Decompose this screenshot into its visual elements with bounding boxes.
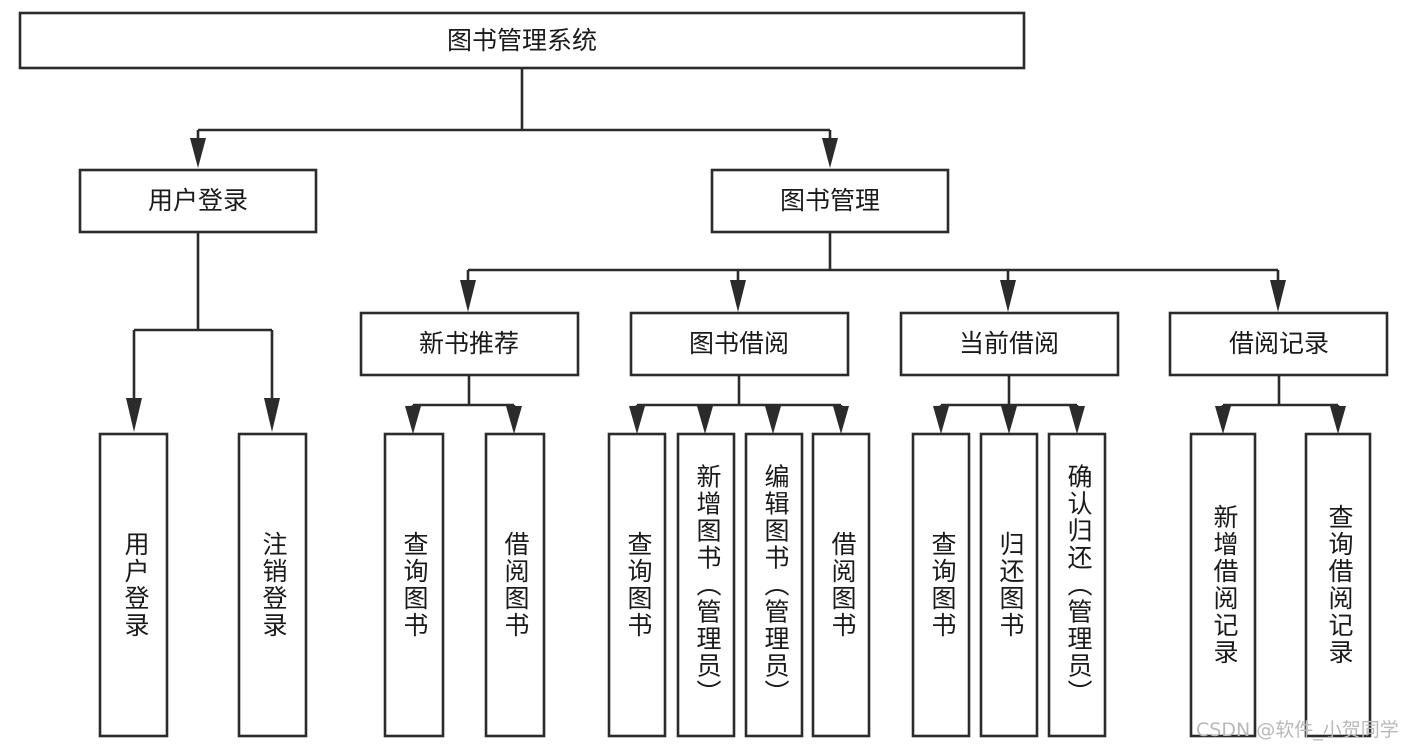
- node-leaf-borrow-book-1-box[interactable]: [484, 432, 546, 738]
- arrowhead-book-borrow: [730, 280, 746, 312]
- node-leaf-query-book-1-label: 查询图书: [400, 531, 429, 639]
- node-leaf-add-book[interactable]: 新增图书（管理员）: [676, 432, 736, 738]
- arrowhead-leaf-query-book-2: [629, 406, 645, 434]
- node-leaf-query-book-2[interactable]: 查询图书: [607, 432, 667, 738]
- node-leaf-edit-book-box[interactable]: [744, 432, 804, 738]
- node-leaf-user-logout-label: 注销登录: [259, 531, 288, 639]
- node-new-book-recommend-box[interactable]: [359, 311, 580, 377]
- node-current-borrow-box[interactable]: [899, 311, 1120, 377]
- arrowhead-leaf-user-logout: [264, 398, 280, 432]
- node-current-borrow-label: 当前借阅: [959, 329, 1059, 358]
- node-leaf-query-book-1-box[interactable]: [383, 432, 445, 738]
- arrowhead-user-login: [190, 138, 206, 168]
- node-leaf-confirm-return[interactable]: 确认归还（管理员）: [1047, 432, 1107, 738]
- node-user-login[interactable]: 用户登录: [78, 168, 318, 234]
- arrowhead-leaf-confirm-return: [1069, 406, 1085, 434]
- node-book-borrow-label: 图书借阅: [689, 329, 789, 358]
- node-user-login-label: 用户登录: [148, 186, 248, 215]
- node-leaf-edit-book-label: 编辑图书（管理员）: [761, 464, 790, 707]
- node-book-borrow[interactable]: 图书借阅: [629, 311, 850, 377]
- node-book-borrow-box[interactable]: [629, 311, 850, 377]
- node-root-box[interactable]: [18, 11, 1026, 70]
- node-leaf-query-record-label: 查询借阅记录: [1325, 504, 1354, 666]
- node-borrow-record[interactable]: 借阅记录: [1168, 311, 1389, 377]
- node-borrow-record-label: 借阅记录: [1229, 329, 1329, 358]
- arrowhead-leaf-user-login: [126, 398, 142, 432]
- node-leaf-user-login[interactable]: 用户登录: [98, 432, 169, 738]
- arrowhead-leaf-query-book-1: [405, 406, 421, 434]
- arrowhead-leaf-query-book-3: [933, 406, 949, 434]
- node-leaf-return-book-label: 归还图书: [996, 531, 1025, 639]
- node-leaf-query-record[interactable]: 查询借阅记录: [1304, 432, 1372, 738]
- node-leaf-borrow-book-2-box[interactable]: [811, 432, 871, 738]
- watermark-label: CSDN @软件_小贺同学: [1196, 719, 1399, 741]
- edges-layer: [126, 68, 1346, 434]
- arrowhead-leaf-add-record: [1215, 406, 1231, 434]
- arrowhead-book-manage: [822, 138, 838, 168]
- node-new-book-recommend[interactable]: 新书推荐: [359, 311, 580, 377]
- node-leaf-user-logout-box[interactable]: [237, 432, 308, 738]
- node-leaf-query-record-box[interactable]: [1304, 432, 1372, 738]
- node-leaf-add-record[interactable]: 新增借阅记录: [1189, 432, 1257, 738]
- node-leaf-add-record-box[interactable]: [1189, 432, 1257, 738]
- node-book-manage-label: 图书管理: [780, 186, 880, 215]
- node-leaf-query-book-3-label: 查询图书: [928, 531, 957, 639]
- arrowhead-leaf-borrow-book-1: [506, 406, 522, 434]
- node-book-manage[interactable]: 图书管理: [710, 168, 950, 234]
- arrowhead-leaf-return-book: [1001, 406, 1017, 434]
- arrowhead-current-borrow: [1000, 280, 1016, 312]
- node-borrow-record-box[interactable]: [1168, 311, 1389, 377]
- node-current-borrow[interactable]: 当前借阅: [899, 311, 1120, 377]
- node-leaf-borrow-book-1-label: 借阅图书: [501, 531, 530, 639]
- node-leaf-edit-book[interactable]: 编辑图书（管理员）: [744, 432, 804, 738]
- node-book-manage-box[interactable]: [710, 168, 950, 234]
- node-leaf-borrow-book-2[interactable]: 借阅图书: [811, 432, 871, 738]
- node-root[interactable]: 图书管理系统: [18, 11, 1026, 70]
- arrowhead-leaf-borrow-book-2: [833, 406, 849, 434]
- node-leaf-confirm-return-label: 确认归还（管理员）: [1064, 464, 1093, 707]
- node-leaf-query-book-3[interactable]: 查询图书: [911, 432, 971, 738]
- node-leaf-return-book-box[interactable]: [979, 432, 1039, 738]
- node-leaf-user-login-label: 用户登录: [121, 531, 150, 639]
- node-leaf-user-login-box[interactable]: [98, 432, 169, 738]
- node-leaf-query-book-2-box[interactable]: [607, 432, 667, 738]
- node-user-login-box[interactable]: [78, 168, 318, 234]
- node-leaf-add-record-label: 新增借阅记录: [1210, 504, 1239, 666]
- node-leaf-add-book-label: 新增图书（管理员）: [693, 464, 722, 707]
- node-leaf-confirm-return-box[interactable]: [1047, 432, 1107, 738]
- node-root-label: 图书管理系统: [447, 26, 597, 55]
- node-leaf-borrow-book-1[interactable]: 借阅图书: [484, 432, 546, 738]
- arrowhead-leaf-query-record: [1330, 406, 1346, 434]
- node-leaf-borrow-book-2-label: 借阅图书: [828, 531, 857, 639]
- node-leaf-return-book[interactable]: 归还图书: [979, 432, 1039, 738]
- arrowhead-borrow-record: [1270, 280, 1286, 312]
- arrowhead-new-book-recommend: [460, 280, 476, 312]
- node-leaf-add-book-box[interactable]: [676, 432, 736, 738]
- node-leaf-query-book-2-label: 查询图书: [624, 531, 653, 639]
- nodes-layer: 图书管理系统 用户登录 图书管理 新书推荐 图书借阅 当前借阅 借阅记录: [18, 11, 1389, 738]
- node-new-book-recommend-label: 新书推荐: [419, 329, 519, 358]
- node-leaf-query-book-1[interactable]: 查询图书: [383, 432, 445, 738]
- arrowhead-leaf-add-book: [697, 406, 713, 434]
- arrowhead-leaf-edit-book: [765, 406, 781, 434]
- node-leaf-query-book-3-box[interactable]: [911, 432, 971, 738]
- node-leaf-user-logout[interactable]: 注销登录: [237, 432, 308, 738]
